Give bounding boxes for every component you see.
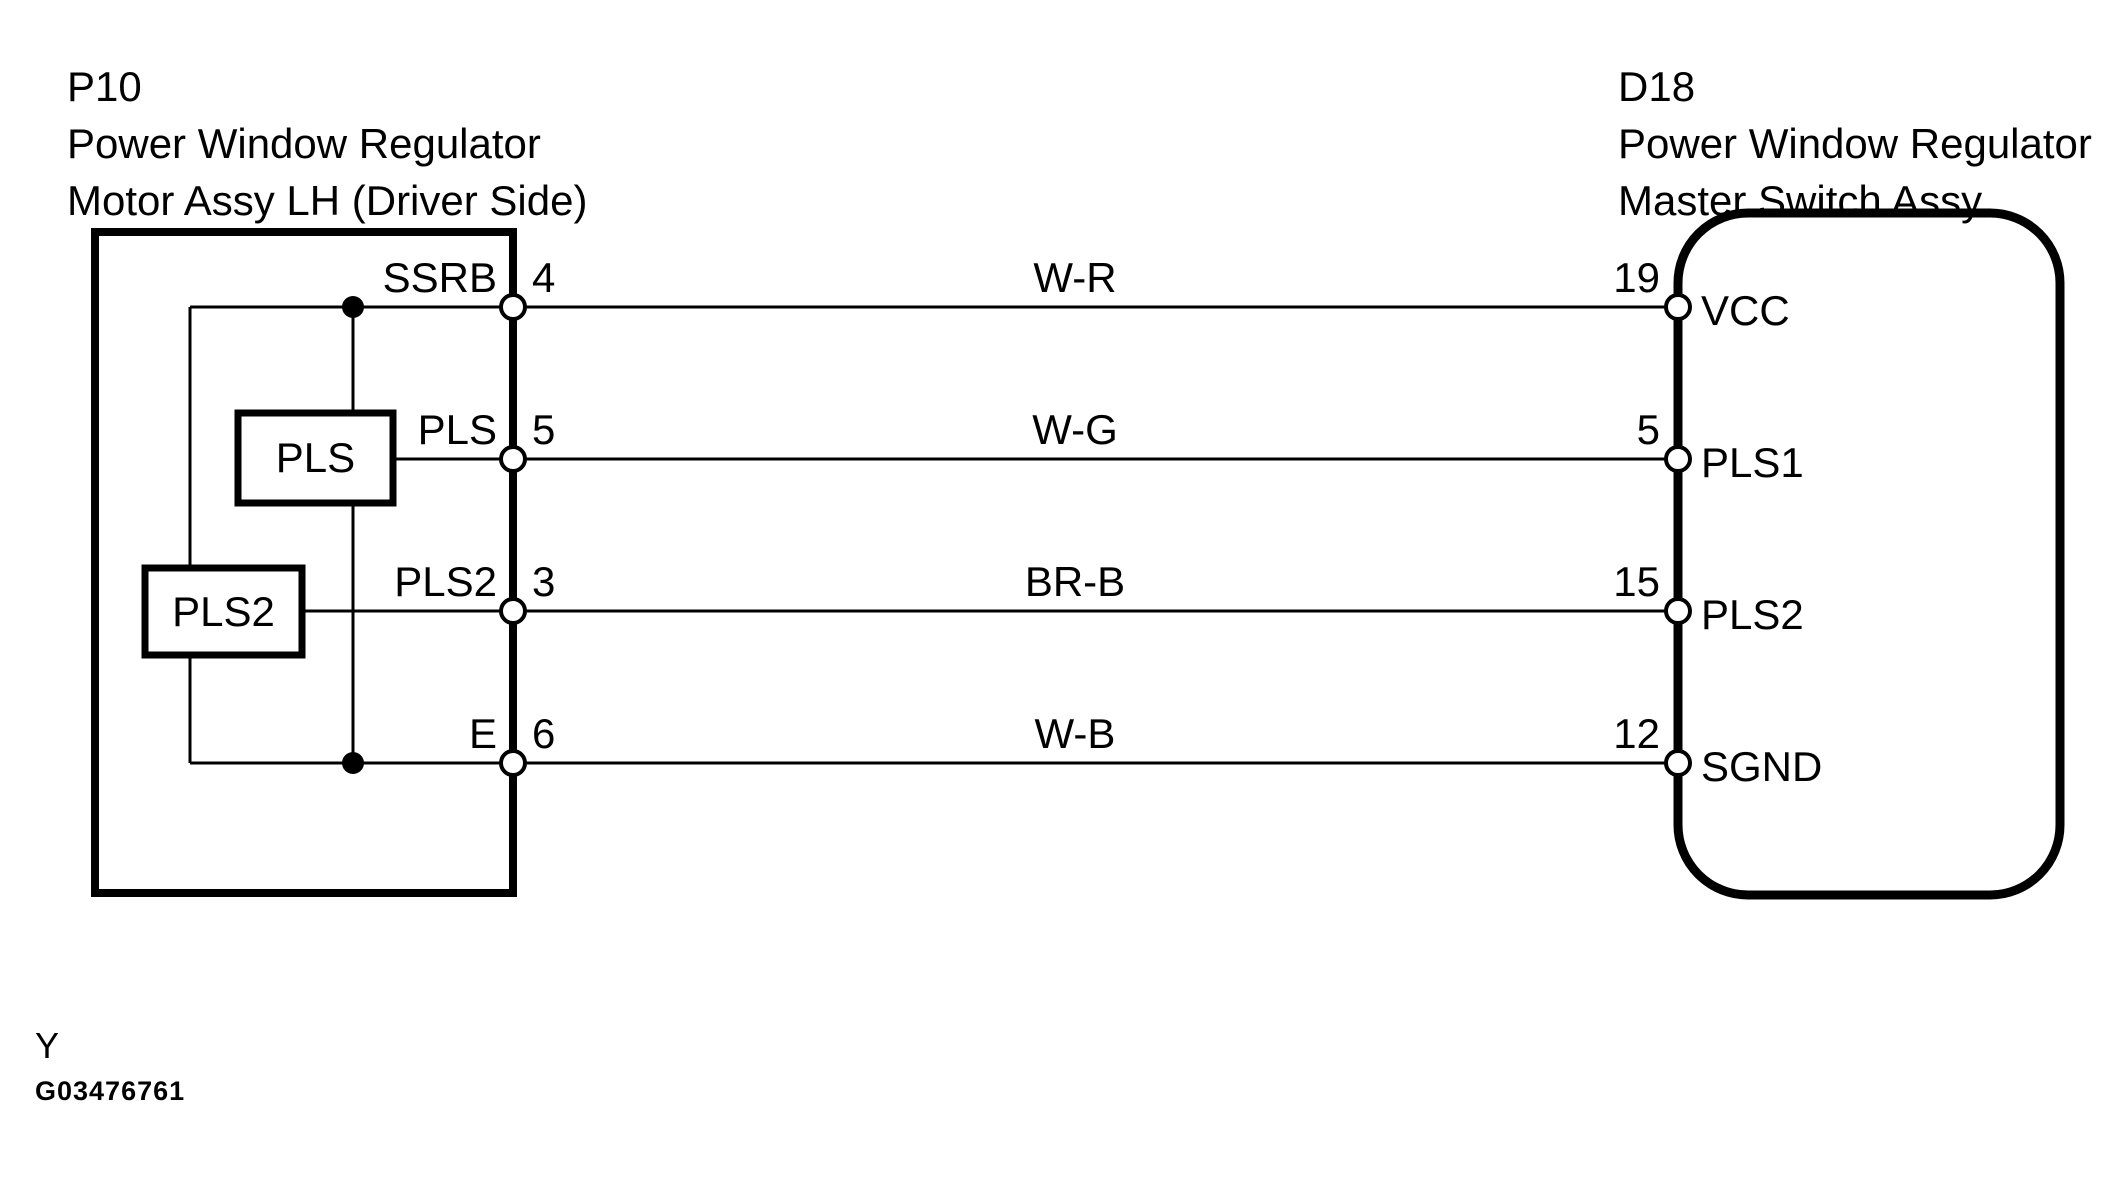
- pin-number-right: 15: [1613, 558, 1660, 605]
- left-component-name-line1: Power Window Regulator: [67, 120, 541, 167]
- pin-number-right: 19: [1613, 254, 1660, 301]
- pin-circle-p10-5: [499, 445, 527, 473]
- right-component-name-line2: Master Switch Assy: [1618, 177, 1983, 224]
- pin-circle-p10-3: [499, 597, 527, 625]
- footer-figure-id: G03476761: [35, 1076, 186, 1106]
- pin-circle-d18-15: [1664, 597, 1692, 625]
- right-component-name-line1: Power Window Regulator: [1618, 120, 2092, 167]
- pin-circle-d18-12: [1664, 749, 1692, 777]
- terminal-label-right: VCC: [1701, 287, 1790, 334]
- pin-circle-p10-6: [499, 749, 527, 777]
- right-component-outline: [1673, 208, 2065, 900]
- wire-color-label: BR-B: [1024, 558, 1126, 605]
- terminal-label-left: E: [468, 710, 497, 757]
- pls2-sensor-label: PLS2: [172, 587, 275, 635]
- pin-circle-d18-5: [1664, 445, 1692, 473]
- terminal-label-left: SSRB: [382, 254, 497, 301]
- pin-number-left: 5: [532, 406, 556, 453]
- pls2-sensor-box: [141, 564, 306, 659]
- left-component-outline: [91, 228, 517, 897]
- left-component-id: P10: [67, 63, 142, 110]
- terminal-label-right: SGND: [1701, 743, 1823, 790]
- left-component-name-line2: Motor Assy LH (Driver Side): [67, 177, 588, 224]
- pls-sensor-box: [234, 409, 397, 507]
- pin-number-left: 4: [532, 254, 556, 301]
- pin-number-right: 12: [1613, 710, 1660, 757]
- pin-circle-d18-19: [1664, 293, 1692, 321]
- wire-color-label: W-B: [1034, 710, 1116, 757]
- pls-sensor-label: PLS: [275, 434, 356, 481]
- pin-circle-p10-4: [499, 293, 527, 321]
- junction-dot-bottom: [342, 752, 364, 774]
- terminal-label-left: PLS2: [394, 558, 497, 605]
- pin-number-left: 6: [532, 710, 556, 757]
- terminal-label-left: PLS: [417, 406, 497, 453]
- pin-number-right: 5: [1636, 406, 1660, 453]
- right-component-id: D18: [1618, 63, 1696, 110]
- terminal-label-right: PLS2: [1701, 591, 1804, 638]
- pin-number-left: 3: [532, 558, 556, 605]
- junction-dot-top: [342, 296, 364, 318]
- wire-color-label: W-G: [1032, 406, 1118, 453]
- terminal-label-right: PLS1: [1701, 439, 1804, 486]
- footer-revision: Y: [35, 1025, 60, 1066]
- wire-color-label: W-R: [1033, 254, 1117, 301]
